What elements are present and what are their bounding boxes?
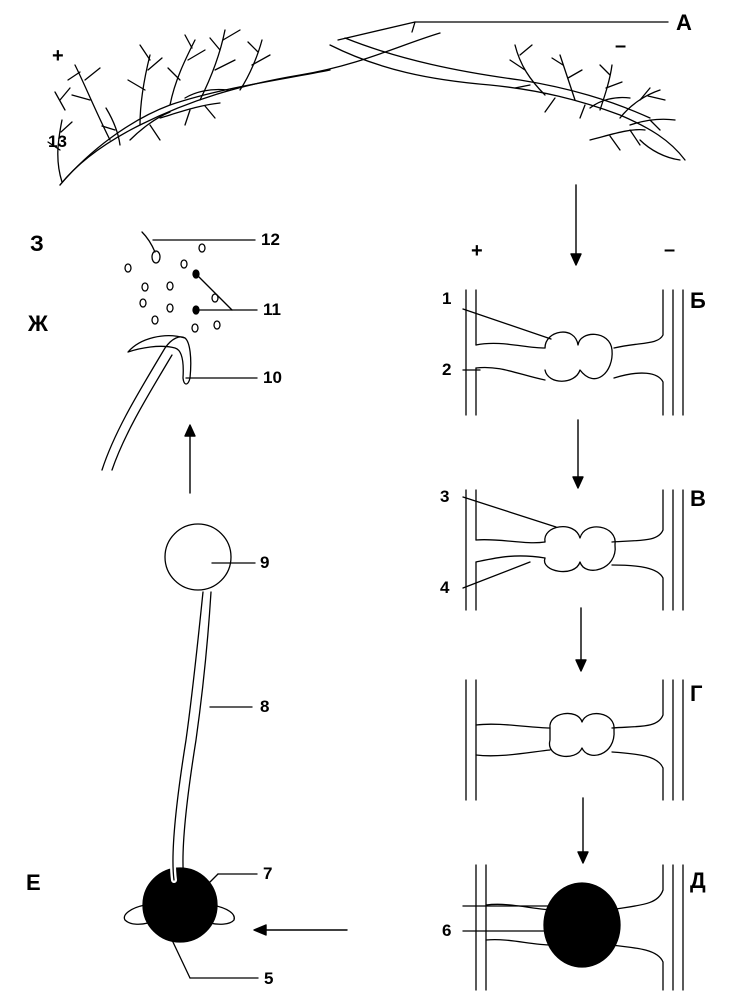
stage-g-cells <box>466 680 683 800</box>
label-13: 13 <box>48 133 67 150</box>
stage-label-e: Е <box>26 872 41 894</box>
minus-sign-b: – <box>664 240 675 260</box>
label-11: 11 <box>263 301 281 318</box>
label-2: 2 <box>442 361 451 378</box>
label-5: 5 <box>264 970 273 987</box>
stage-d-cells <box>476 865 683 990</box>
stage-arrows <box>185 185 588 935</box>
plus-sign-b: + <box>471 241 483 261</box>
stage-label-z: З <box>30 233 44 255</box>
label-1: 1 <box>442 290 451 307</box>
plus-sign-a: + <box>52 46 64 66</box>
stage-zh-z <box>102 232 220 470</box>
label-6: 6 <box>442 922 451 939</box>
stage-b-cells <box>466 290 683 415</box>
stage-label-b: Б <box>690 290 706 312</box>
label-12: 12 <box>261 231 280 248</box>
minus-sign-a: – <box>615 36 626 56</box>
label-7: 7 <box>263 865 272 882</box>
stage-a-filaments <box>48 22 685 185</box>
stage-label-v: В <box>690 488 706 510</box>
stage-label-zh: Ж <box>28 313 48 335</box>
stage-label-a: А <box>676 12 692 34</box>
leader-lines <box>153 240 556 978</box>
stage-label-g: Г <box>690 683 702 705</box>
stage-label-d: Д <box>690 870 706 892</box>
label-3: 3 <box>440 488 449 505</box>
label-10: 10 <box>263 369 282 386</box>
stage-e-zygospore <box>124 524 234 942</box>
label-4: 4 <box>440 579 449 596</box>
label-8: 8 <box>260 698 269 715</box>
label-9: 9 <box>260 554 269 571</box>
